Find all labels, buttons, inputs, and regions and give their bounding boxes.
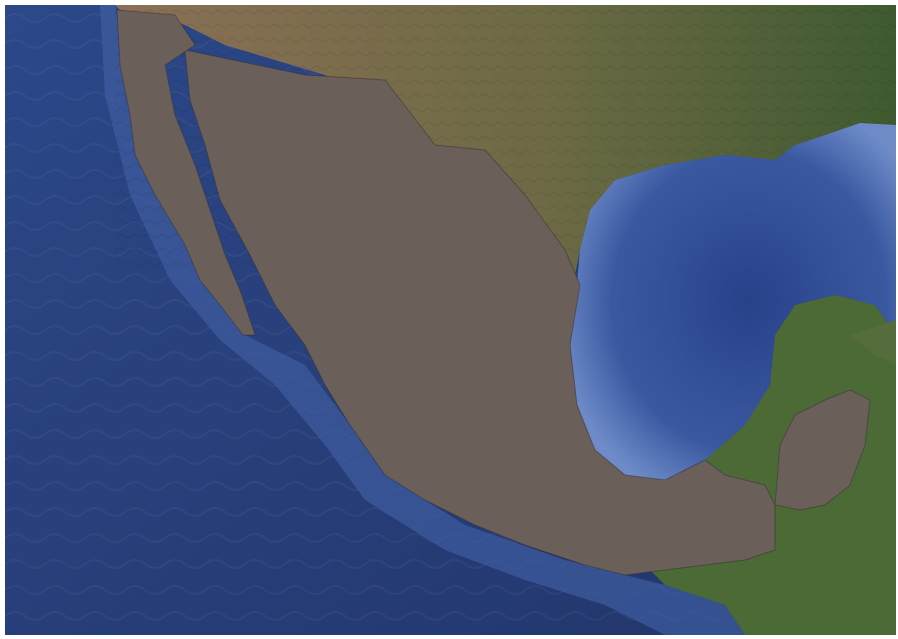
- map-canvas[interactable]: [5, 5, 896, 635]
- cuba-land: [850, 320, 896, 365]
- map-viewport[interactable]: [5, 5, 896, 635]
- continental-shelf: [100, 5, 745, 635]
- gulf-of-mexico: [570, 123, 896, 480]
